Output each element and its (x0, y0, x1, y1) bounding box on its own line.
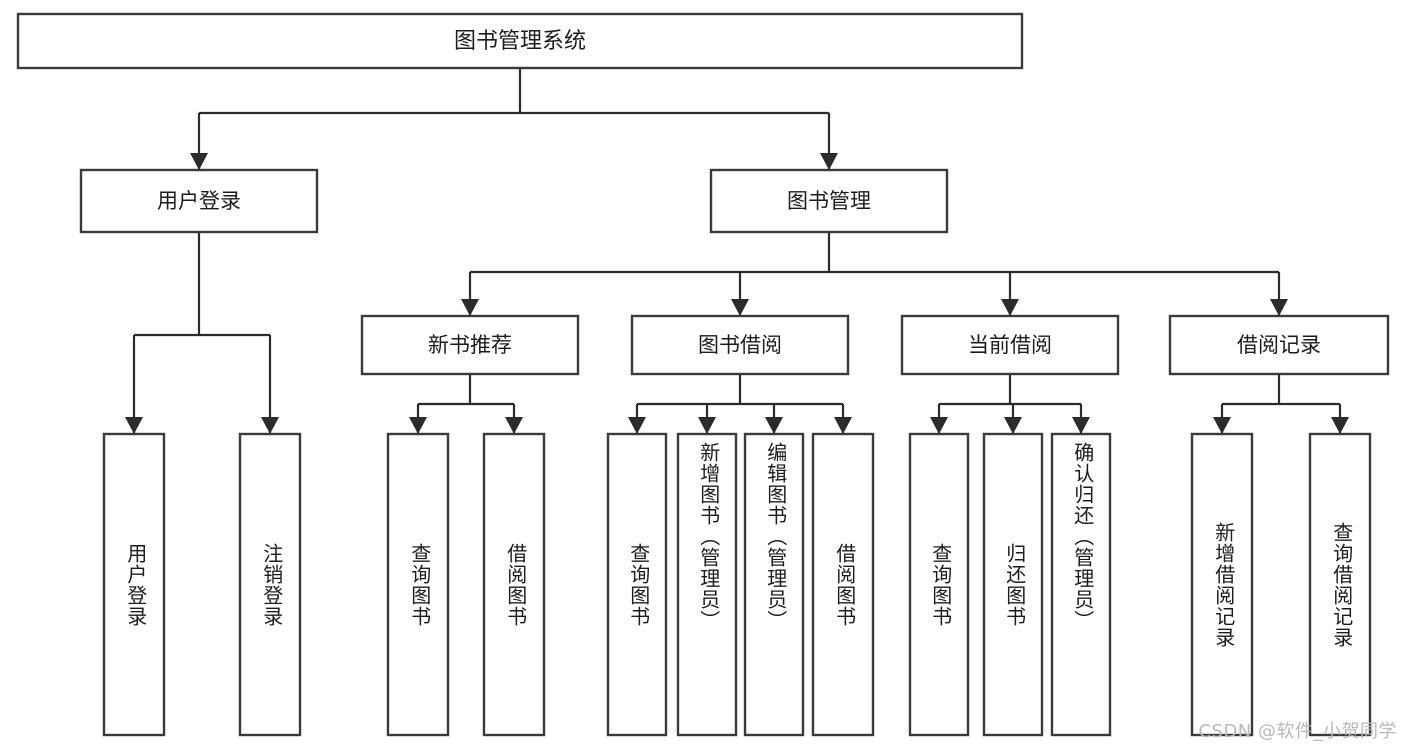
arrow-head-new-book-recommend (461, 299, 479, 316)
node-label-book-manage: 图书管理 (787, 189, 871, 213)
node-box-leaf-user-login[interactable] (102, 432, 166, 737)
node-box-leaf-edit-book-admin[interactable] (743, 432, 805, 737)
node-box-leaf-borrow-book-1[interactable] (482, 432, 546, 737)
node-box-leaf-borrow-book-2[interactable] (811, 432, 875, 737)
node-label-root: 图书管理系统 (454, 29, 586, 54)
arrow-head-user-login (190, 153, 208, 170)
arrow-head-leaf-borrow-book-1 (505, 417, 523, 434)
node-box-leaf-user-logout[interactable] (238, 432, 302, 737)
node-box-root[interactable] (16, 12, 1024, 70)
arrow-head-leaf-return-book (1004, 417, 1022, 434)
node-box-leaf-query-book-1[interactable] (386, 432, 450, 737)
arrow-head-leaf-borrow-book-2 (834, 417, 852, 434)
arrow-head-leaf-query-book-2 (628, 417, 646, 434)
arrow-head-borrow-record (1270, 299, 1288, 316)
arrow-head-leaf-query-borrow-record (1331, 417, 1349, 434)
node-label-new-book-recommend: 新书推荐 (428, 333, 512, 357)
node-box-book-manage[interactable] (709, 168, 949, 234)
node-box-leaf-return-book[interactable] (982, 432, 1044, 737)
node-box-borrow-record[interactable] (1168, 314, 1390, 376)
arrow-head-book-borrow (731, 299, 749, 316)
node-label-user-login: 用户登录 (157, 189, 241, 213)
node-box-leaf-add-borrow-record[interactable] (1190, 432, 1254, 737)
node-box-layer (16, 12, 1390, 737)
arrow-head-current-borrow (1001, 299, 1019, 316)
arrow-head-leaf-confirm-return-admin (1072, 417, 1090, 434)
node-box-new-book-recommend[interactable] (360, 314, 580, 376)
arrow-head-leaf-edit-book-admin (765, 417, 783, 434)
node-box-leaf-confirm-return-admin[interactable] (1050, 432, 1112, 737)
node-box-leaf-add-book-admin[interactable] (676, 432, 738, 737)
node-box-user-login[interactable] (79, 168, 319, 234)
arrow-head-leaf-query-book-1 (409, 417, 427, 434)
watermark-text: CSDN @软件_小贺同学 (1198, 721, 1397, 742)
node-label-book-borrow: 图书借阅 (698, 333, 782, 357)
connector-layer (125, 68, 1349, 434)
node-box-book-borrow[interactable] (630, 314, 850, 376)
arrow-head-leaf-add-borrow-record (1213, 417, 1231, 434)
arrow-head-leaf-add-book-admin (698, 417, 716, 434)
arrow-head-leaf-query-book-3 (930, 417, 948, 434)
node-box-leaf-query-borrow-record[interactable] (1308, 432, 1372, 737)
node-box-leaf-query-book-2[interactable] (606, 432, 668, 737)
arrow-head-leaf-user-logout (261, 417, 279, 434)
node-label-borrow-record: 借阅记录 (1237, 333, 1321, 357)
node-box-leaf-query-book-3[interactable] (908, 432, 970, 737)
node-label-current-borrow: 当前借阅 (968, 333, 1052, 357)
node-box-current-borrow[interactable] (900, 314, 1120, 376)
arrow-head-book-manage (820, 153, 838, 170)
arrow-head-leaf-user-login (125, 417, 143, 434)
